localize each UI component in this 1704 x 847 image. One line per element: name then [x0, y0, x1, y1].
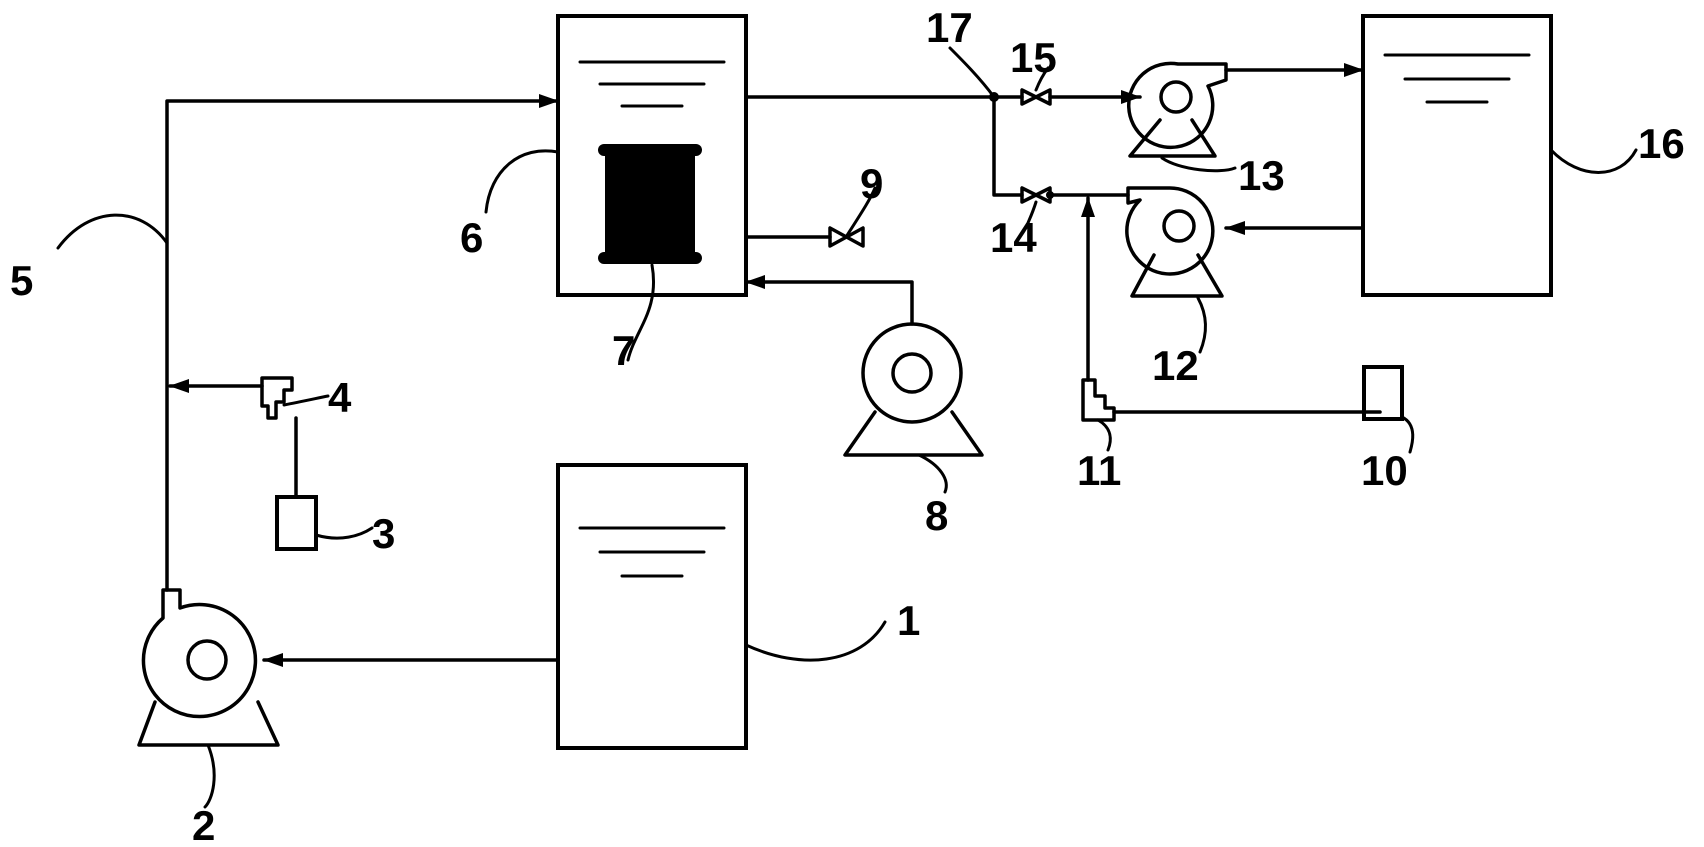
label-11: 11	[1077, 447, 1121, 494]
tank-6	[556, 14, 748, 297]
valve-14	[1020, 186, 1052, 204]
label-9: 9	[860, 160, 883, 207]
label-7: 7	[612, 327, 635, 374]
tank-1	[556, 463, 748, 750]
pump-13	[1127, 61, 1228, 158]
membrane-module-7	[598, 144, 702, 264]
pump-12	[1125, 186, 1224, 298]
label-6: 6	[460, 214, 483, 261]
label-8: 8	[925, 492, 948, 539]
dosing-pump-4	[260, 376, 294, 420]
label-17: 17	[926, 4, 973, 51]
label-14: 14	[990, 214, 1037, 261]
label-3: 3	[372, 510, 395, 557]
label-5: 5	[10, 257, 33, 304]
tank-16	[1361, 14, 1553, 297]
valve-15	[1020, 88, 1052, 106]
label-15: 15	[1010, 34, 1057, 81]
leader-lines	[56, 46, 1638, 809]
label-16: 16	[1638, 120, 1685, 167]
pump-8	[843, 322, 984, 457]
container-10	[1362, 365, 1404, 421]
label-10: 10	[1361, 447, 1408, 494]
label-4: 4	[328, 374, 352, 421]
label-2: 2	[192, 802, 215, 847]
piping	[165, 63, 1382, 667]
valve-9	[828, 226, 865, 248]
label-13: 13	[1238, 152, 1285, 199]
container-3	[275, 495, 318, 551]
label-1: 1	[897, 597, 920, 644]
number-labels: 1 2 3 4 5 6 7 8 9 10 11 12 13 14 15 16 1…	[10, 4, 1685, 847]
dosing-pump-11	[1081, 378, 1116, 422]
label-12: 12	[1152, 342, 1199, 389]
pump-2	[137, 588, 280, 747]
